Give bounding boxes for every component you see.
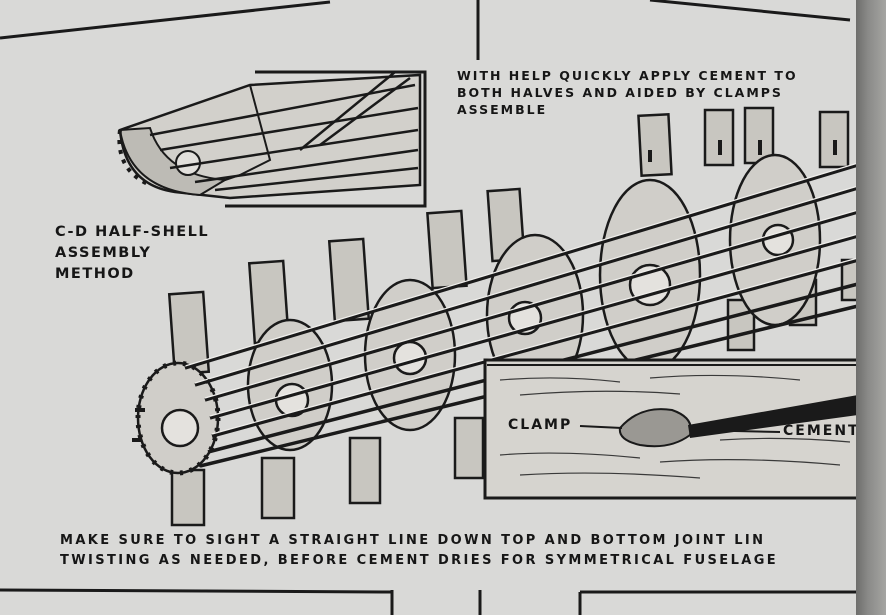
caption-side-line-3: METHOD <box>55 266 135 283</box>
clamp-cement-inset <box>483 358 863 500</box>
caption-bottom: MAKE SURE TO SIGHT A STRAIGHT LINE DOWN … <box>60 531 778 571</box>
half-shell-inset <box>117 70 427 208</box>
caption-side: C-D HALF-SHELL ASSEMBLY METHOD <box>55 222 209 285</box>
caption-top: WITH HELP QUICKLY APPLY CEMENT TO BOTH H… <box>457 68 798 119</box>
caption-bottom-line-2: TWISTING AS NEEDED, BEFORE CEMENT DRIES … <box>60 553 779 569</box>
fuselage-assembly <box>132 106 864 527</box>
panel-borders <box>0 0 860 615</box>
caption-side-line-1: C-D HALF-SHELL <box>55 224 210 240</box>
caption-top-line-1: WITH HELP QUICKLY APPLY CEMENT TO <box>457 68 798 83</box>
cement-label: CEMENT <box>783 423 860 439</box>
caption-side-line-2: ASSEMBLY <box>55 245 152 262</box>
clamp-label: CLAMP <box>508 417 573 433</box>
page-edge-shadow <box>856 0 886 615</box>
caption-bottom-line-1: MAKE SURE TO SIGHT A STRAIGHT LINE DOWN … <box>60 533 766 548</box>
caption-top-line-2: BOTH HALVES AND AIDED BY CLAMPS <box>457 84 783 100</box>
caption-top-line-3: ASSEMBLE <box>457 101 548 117</box>
